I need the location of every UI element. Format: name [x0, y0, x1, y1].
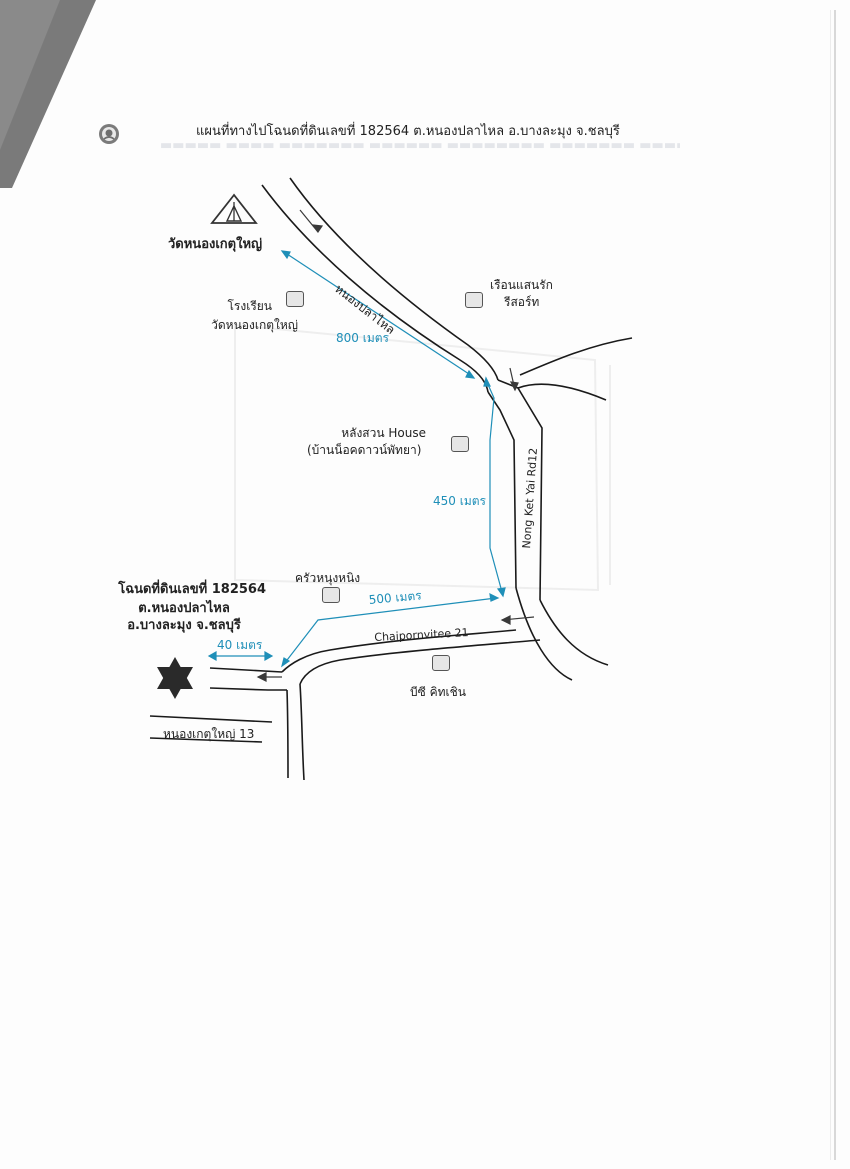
resort-marker-icon — [465, 292, 483, 308]
six-point-star-icon — [157, 657, 193, 699]
road-direction-arrows — [256, 209, 535, 682]
route-line — [207, 250, 506, 668]
destination-label-line3: อ.บางละมุง จ.ชลบุรี — [127, 618, 241, 633]
road-nongketyai-rd12 — [487, 379, 609, 681]
kitchen-marker-icon — [322, 587, 340, 603]
map-title: แผนที่ทางไปโฉนดที่ดินเลขที่ 182564 ต.หนอ… — [196, 124, 620, 139]
bc-kitchen-marker-icon — [432, 655, 450, 671]
resort-label-line1: เรือนแสนรัก — [490, 278, 553, 292]
scan-edge — [834, 10, 836, 1160]
bleed-through-title: ▬▬▬▬▬ ▬▬▬▬ ▬▬▬▬▬▬▬ ▬▬▬▬▬▬ ▬▬▬▬▬▬▬▬ ▬▬▬▬▬… — [160, 138, 680, 152]
house-label-line2: (บ้านน็อคดาวน์พัทยา) — [307, 443, 422, 457]
seal-logo-icon — [99, 124, 119, 144]
resort-label-line2: รีสอร์ท — [504, 295, 540, 309]
road-nongketyai13 — [149, 667, 305, 781]
bc-kitchen-label: บีซี คิทเชิน — [410, 685, 466, 699]
house-label-line1: หลังสวน House — [341, 426, 426, 440]
scan-corner-shadow — [0, 0, 96, 188]
school-marker-icon — [286, 291, 304, 307]
distance-450: 450 เมตร — [433, 494, 486, 508]
house-marker-icon — [451, 436, 469, 452]
distance-800: 800 เมตร — [336, 331, 389, 345]
temple-label: วัดหนองเกตุใหญ่ — [168, 237, 263, 252]
kitchen-label: ครัวหนุงหนิง — [295, 571, 361, 585]
school-label-line1: โรงเรียน — [227, 299, 272, 313]
road-chaipornvitee21 — [281, 629, 541, 685]
destination-label-line2: ต.หนองปลาไหล — [138, 601, 230, 616]
road-nongplalai — [261, 177, 633, 401]
scan-edge-faint — [830, 10, 831, 1160]
temple-icon — [210, 193, 258, 224]
road-label-nongketyai13: หนองเกตุใหญ่ 13 — [163, 727, 255, 741]
bleed-through-outline — [234, 324, 611, 592]
destination-label-line1: โฉนดที่ดินเลขที่ 182564 — [118, 582, 266, 597]
distance-40: 40 เมตร — [217, 638, 263, 652]
school-label-line2: วัดหนองเกตุใหญ่ — [211, 318, 298, 332]
